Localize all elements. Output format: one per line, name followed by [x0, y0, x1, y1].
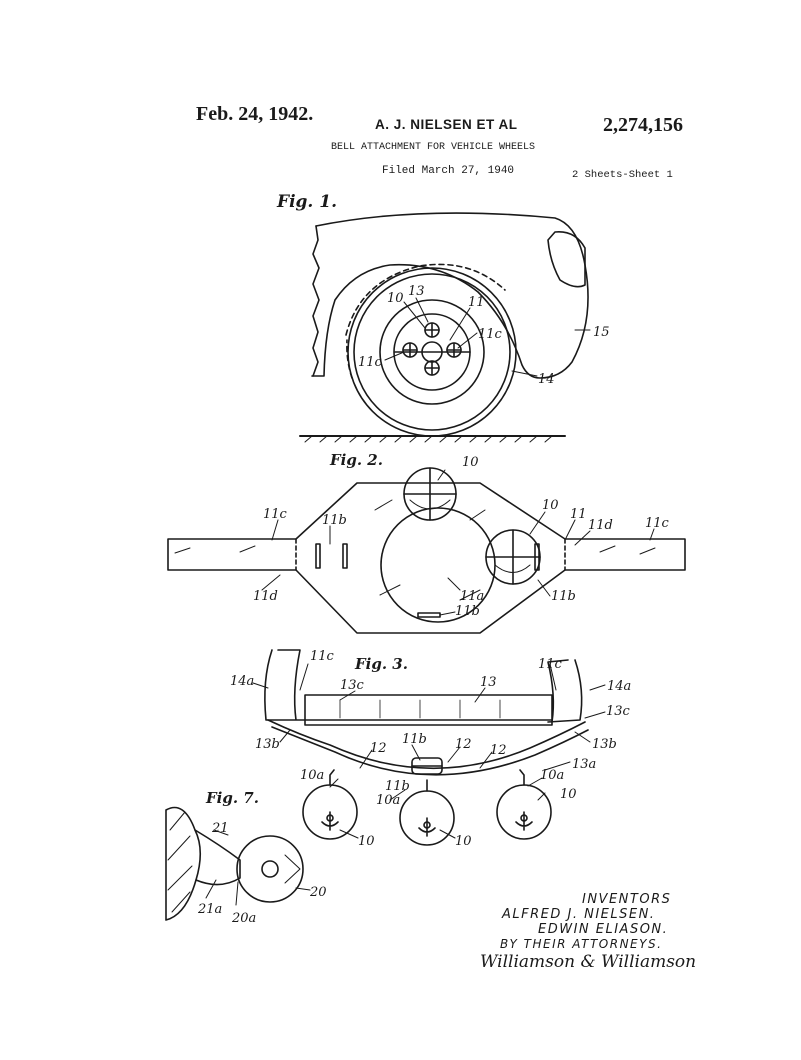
figure-3: [252, 649, 606, 846]
filing-date: Filed March 27, 1940: [382, 165, 515, 177]
patent-title: BELL ATTACHMENT FOR VEHICLE WHEELS: [331, 142, 536, 153]
fig1-ref: 11c: [358, 355, 383, 370]
inventors-heading: INVENTORS: [582, 892, 672, 907]
fig3-ref: 11c: [538, 657, 563, 672]
attorney-signature: Williamson & Williamson: [480, 952, 697, 972]
attorneys-line: BY THEIR ATTORNEYS.: [500, 937, 663, 951]
figure-7: [165, 806, 311, 921]
fig2-ref: 11d: [253, 589, 278, 604]
fig2-ref: 11: [570, 507, 587, 522]
fig2-ref: 11b: [455, 604, 480, 619]
fig1-caption: Fig. 1.: [276, 192, 337, 212]
fig2-ref: 11b: [551, 589, 576, 604]
fig2-ref: 10: [542, 498, 559, 513]
fig2-ref: 11d: [588, 518, 613, 533]
fig3-ref: 12: [370, 741, 387, 756]
patent-number: 2,274,156: [603, 114, 683, 136]
fig3-ref: 13: [480, 675, 497, 690]
inventor-name: A. J. NIELSEN ET AL: [375, 117, 518, 132]
fig2-ref: 10: [462, 455, 479, 470]
fig2-ref: 11b: [322, 513, 347, 528]
fig1-ref: 14: [538, 372, 555, 387]
fig7-ref: 21a: [197, 902, 222, 917]
fig2-caption: Fig. 2.: [329, 451, 383, 469]
fig3-ref: 10a: [300, 768, 324, 783]
fig3-ref: 13c: [606, 704, 631, 719]
fig3-ref: 13b: [255, 737, 280, 752]
fig3-ref: 11b: [385, 779, 410, 794]
patent-date: Feb. 24, 1942.: [196, 103, 314, 125]
fig3-ref: 13a: [572, 757, 596, 772]
fig7-caption: Fig. 7.: [205, 789, 259, 807]
fig2-ref: 11a: [460, 589, 484, 604]
fig1-ref: 15: [593, 325, 610, 340]
fig1-ref: 11: [468, 295, 485, 310]
inventor-name-2: EDWIN ELIASON.: [538, 922, 669, 937]
fig3-ref: 10: [358, 834, 375, 849]
fig3-ref: 11c: [310, 649, 335, 664]
figure-2: [167, 467, 686, 634]
fig1-ref: 11c: [478, 327, 503, 342]
fig3-ref: 10a: [540, 768, 564, 783]
fig7-ref: 21: [211, 821, 229, 836]
fig1-ref: 10: [387, 291, 404, 306]
fig3-ref: 13c: [340, 678, 365, 693]
fig7-ref: 20: [309, 885, 327, 900]
fig3-ref: 12: [455, 737, 472, 752]
inventor-name-1: ALFRED J. NIELSEN.: [502, 907, 656, 922]
fig2-ref: 11c: [645, 516, 670, 531]
fig3-caption: Fig. 3.: [354, 655, 408, 673]
fig3-ref: 14a: [230, 674, 254, 689]
fig3-ref: 14a: [607, 679, 631, 694]
fig7-ref: 20a: [231, 911, 256, 926]
fig3-ref: 10: [560, 787, 577, 802]
fig3-ref: 10: [455, 834, 472, 849]
fig3-ref: 13b: [592, 737, 617, 752]
fig1-ref: 13: [408, 284, 425, 299]
fig2-ref: 11c: [263, 507, 288, 522]
fig3-ref: 12: [490, 743, 507, 758]
fig3-ref: 11b: [402, 732, 427, 747]
sheet-number: 2 Sheets-Sheet 1: [572, 169, 673, 181]
figure-1: [299, 212, 591, 443]
fig3-ref: 10a: [376, 793, 400, 808]
